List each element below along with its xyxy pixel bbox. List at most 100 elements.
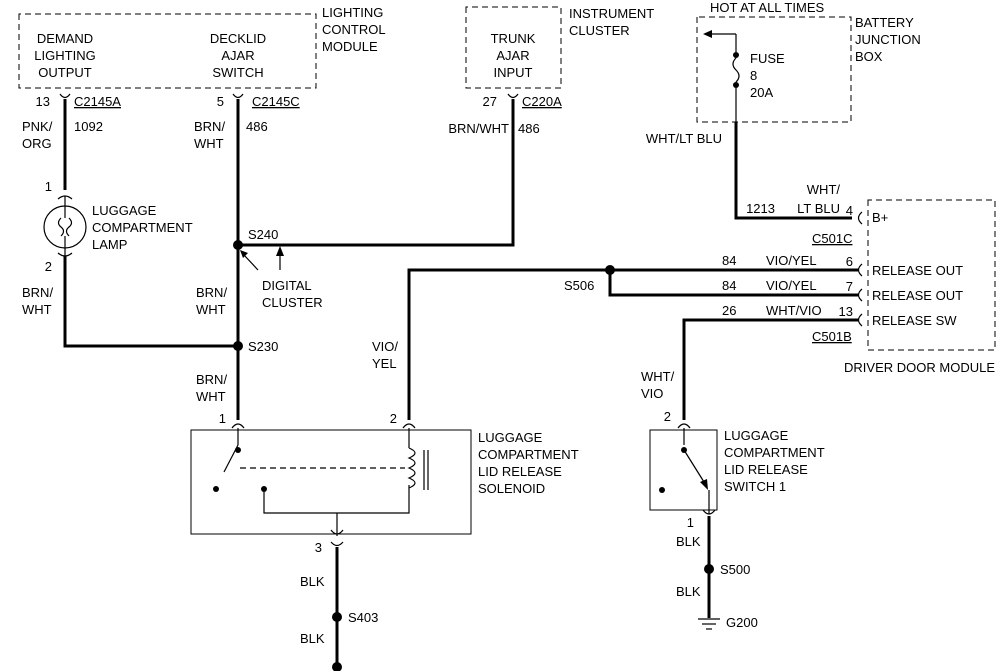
connector-c220a-symbol — [507, 93, 519, 99]
wire-blk-4: BLK — [676, 584, 701, 599]
release-switch-blade — [683, 449, 705, 483]
connector-c220a: 27 C220A — [483, 93, 562, 109]
wire-bplus-color-2: LT BLU — [797, 201, 840, 216]
fuse-label-2: 8 — [750, 68, 757, 83]
lighting-control-module-outline — [18, 13, 317, 89]
battery-junction-box: HOT AT ALL TIMES BATTERY JUNCTION BOX FU… — [696, 0, 921, 123]
release-switch-name-2: COMPARTMENT — [724, 445, 825, 460]
decklid-ajar-switch-label-1: DECKLID — [210, 31, 266, 46]
fuse-label-3: 20A — [750, 85, 773, 100]
pin-6-number: 6 — [846, 254, 853, 269]
solenoid-name-1: LUGGAGE — [478, 430, 543, 445]
connector-c220a-id: C220A — [522, 94, 562, 109]
connector-c2145c-id: C2145C — [252, 94, 300, 109]
connector-c501c-id: C501C — [812, 231, 852, 246]
connector-c2145a-symbol — [59, 93, 71, 99]
release-switch-bottom-terminal — [702, 509, 716, 515]
splice-s506-label: S506 — [564, 278, 594, 293]
bus-arrow-icon — [703, 30, 712, 38]
wire-switch-feed-color-1: WHT/ — [641, 369, 675, 384]
ground-g200-label: G200 — [726, 615, 758, 630]
wire-fuse-out-color: WHT/LT BLU — [646, 131, 722, 146]
splice-offpage-dot — [332, 662, 342, 671]
wire-demand-color-2: ORG — [22, 136, 52, 151]
solenoid-pin2: 2 — [390, 411, 397, 426]
wire-decklid-circuit: 486 — [246, 119, 268, 134]
wire-trunk-circuit: 486 — [518, 121, 540, 136]
pin-7-terminal — [857, 288, 863, 302]
wire-lamp-return-color-1: BRN/ — [22, 285, 53, 300]
instrument-cluster-outline — [465, 6, 562, 89]
solenoid-name-3: LID RELEASE — [478, 464, 562, 479]
wire-demand-circuit: 1092 — [74, 119, 103, 134]
solenoid-outline — [190, 429, 472, 535]
digital-cluster-label-2: CLUSTER — [262, 295, 323, 310]
splice-s230-label: S230 — [248, 339, 278, 354]
wire-trunk-ajar-486 — [238, 99, 515, 247]
luggage-compartment-lamp: 1 2 LUGGAGE COMPARTMENT LAMP — [43, 179, 193, 274]
lamp-name-3: LAMP — [92, 237, 127, 252]
wire-release7-circuit: 84 — [722, 278, 736, 293]
splice-s403-dot — [332, 612, 342, 622]
fuse-icon — [732, 57, 740, 83]
wire-lamp-return — [63, 256, 238, 348]
splice-s403-label: S403 — [348, 610, 378, 625]
lamp-pin-bottom: 2 — [45, 259, 52, 274]
solenoid-pin2-terminal — [402, 423, 416, 429]
digital-cluster-note: DIGITAL CLUSTER — [240, 246, 323, 310]
connector-c2145c: 5 C2145C — [217, 93, 300, 109]
fuse-label-1: FUSE — [750, 51, 785, 66]
solenoid-pin3-terminal — [330, 541, 344, 547]
connector-c501b-id: C501B — [812, 329, 852, 344]
connector-c2145a-id: C2145A — [74, 94, 121, 109]
lighting-control-module: LIGHTING CONTROL MODULE DEMAND LIGHTING … — [18, 5, 386, 89]
wire-release-sw-circuit: 26 — [722, 303, 736, 318]
trunk-ajar-input-label-3: INPUT — [494, 65, 533, 80]
splice-s240-label: S240 — [248, 227, 278, 242]
battery-junction-box-outline — [696, 16, 852, 123]
pin-13-label: RELEASE SW — [872, 313, 957, 328]
release-switch-pin-bottom: 1 — [687, 515, 694, 530]
arrow-icon — [276, 246, 284, 256]
pin-4-terminal — [857, 211, 863, 225]
splice-s500-label: S500 — [720, 562, 750, 577]
wire-demand-color-1: PNK/ — [22, 119, 53, 134]
luggage-compartment-lid-release-switch: 2 1 LUGGAGE COMPARTMENT LID RELEASE SWIT… — [649, 409, 825, 530]
release-switch-name-1: LUGGAGE — [724, 428, 789, 443]
trunk-ajar-input-label-2: AJAR — [496, 48, 529, 63]
battery-junction-box-name-2: JUNCTION — [855, 32, 921, 47]
wire-release6-circuit: 84 — [722, 253, 736, 268]
wire-release7-color: VIO/YEL — [766, 278, 817, 293]
wire-sol-feed-color-2: YEL — [372, 356, 397, 371]
lamp-filament-icon — [57, 207, 66, 247]
instrument-cluster: INSTRUMENT CLUSTER TRUNK AJAR INPUT — [465, 6, 654, 89]
luggage-compartment-lid-release-solenoid: 1 2 LUGGAGE COMPARTMENT LID RELEASE SOLE… — [190, 411, 579, 536]
wire-decklid-color-1: BRN/ — [194, 119, 225, 134]
connector-c2145c-symbol — [232, 93, 244, 99]
release-switch-name-3: LID RELEASE — [724, 462, 808, 477]
pin-6-terminal — [857, 263, 863, 277]
wire-bplus-1213 — [734, 122, 852, 220]
wire-s230-sol-color-1: BRN/ — [196, 372, 227, 387]
wire-release-sw-color: WHT/VIO — [766, 303, 822, 318]
solenoid-pin1: 1 — [219, 411, 226, 426]
lamp-pin-top: 1 — [45, 179, 52, 194]
wire-lamp-return-color-2: WHT — [22, 302, 52, 317]
driver-door-module: DRIVER DOOR MODULE 4 B+ C501C 6 RELEASE … — [812, 199, 996, 375]
splice-s500-dot — [704, 564, 714, 574]
wire-blk-2: BLK — [300, 631, 325, 646]
pin-6-label: RELEASE OUT — [872, 263, 963, 278]
wire-release-out-7 — [608, 270, 858, 297]
decklid-ajar-switch-label-2: AJAR — [221, 48, 254, 63]
pin-4-number: 4 — [846, 203, 853, 218]
solenoid-name-2: COMPARTMENT — [478, 447, 579, 462]
digital-cluster-label-1: DIGITAL — [262, 278, 312, 293]
wire-blk-3: BLK — [676, 534, 701, 549]
pin-13-number: 13 — [839, 304, 853, 319]
solenoid-pin3: 3 — [315, 540, 322, 555]
connector-c2145c-pin: 5 — [217, 94, 224, 109]
arrow-icon — [240, 250, 248, 258]
pin-7-number: 7 — [846, 279, 853, 294]
wire-solenoid-feed — [407, 268, 610, 420]
